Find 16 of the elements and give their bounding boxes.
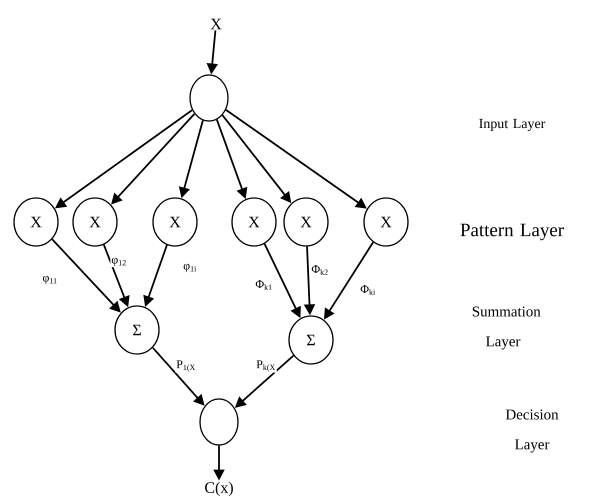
edge-label: P$_{1(X}$	[175, 359, 197, 373]
layer-node	[199, 398, 239, 446]
layer-label: Summation Layer	[472, 306, 541, 350]
layer-node	[189, 74, 229, 122]
edge-label: φ$_{12}$	[110, 256, 128, 268]
edge-label: Φ$_{k2}$	[310, 264, 330, 276]
layer-label: Input Layer	[479, 118, 546, 132]
edge-label: Φ$_{ki}$	[359, 284, 377, 296]
node-label: X	[210, 18, 222, 30]
layer-label: Pattern Layer	[460, 224, 564, 240]
edge-label: φ$_{1i}$	[182, 262, 198, 274]
edge-label: φ$_{11}$	[41, 274, 59, 286]
edge-label: P$_{k(X}$	[255, 359, 277, 373]
edge-label: Φ$_{k1}$	[254, 279, 274, 291]
layer-label: Decision Layer	[506, 410, 558, 452]
node-label: C(x)	[205, 482, 233, 496]
